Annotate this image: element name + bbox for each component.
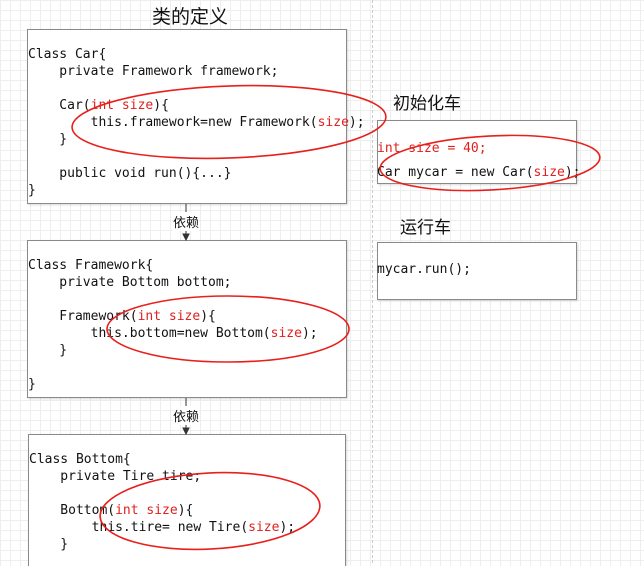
code-line: Class Car{ <box>28 47 107 62</box>
highlight-ellipse <box>71 84 387 160</box>
code-line: this.bottom=new Bottom(size); <box>28 326 318 341</box>
car-class-code: Class Car{ private Framework framework; … <box>28 46 365 199</box>
framework-class-box <box>27 240 347 398</box>
arrowhead-icon <box>182 427 190 436</box>
car-class-box <box>27 29 347 204</box>
class-definition-title: 类的定义 <box>152 6 229 28</box>
framework-class-code: Class Framework{ private Bottom bottom; … <box>28 257 318 393</box>
code-line: this.framework=new Framework(size); <box>28 115 365 130</box>
divider-line <box>372 0 373 563</box>
code-line: public void run(){...} <box>28 166 232 181</box>
code-line: private Framework framework; <box>28 64 279 79</box>
code-line: } <box>29 537 69 552</box>
highlight-ellipse <box>99 471 321 551</box>
init-car-box <box>377 120 577 184</box>
code-line: Class Framework{ <box>28 258 154 273</box>
dependency-label: 依赖 <box>173 212 200 231</box>
highlight-ellipse <box>106 295 350 363</box>
footer-strip <box>0 566 644 576</box>
code-line: } <box>28 343 68 358</box>
code-line: Class Bottom{ <box>29 452 131 467</box>
code-line: } <box>28 377 36 392</box>
code-line: private Tire tire; <box>29 469 202 484</box>
run-car-code: mycar.run(); <box>377 261 471 278</box>
code-line: int size = 40; <box>377 141 487 156</box>
init-car-code: int size = 40; Car mycar = new Car(size); <box>377 137 581 185</box>
run-car-box <box>377 242 577 300</box>
init-car-title: 初始化车 <box>393 94 461 114</box>
code-line: mycar.run(); <box>377 262 471 277</box>
code-line: } <box>28 132 68 147</box>
arrowhead-icon <box>182 233 190 242</box>
dependency-label: 依赖 <box>173 406 200 425</box>
code-line: Car mycar = new Car(size); <box>377 165 581 180</box>
code-line: Bottom(int size){ <box>29 503 194 518</box>
bottom-class-box <box>28 434 346 574</box>
run-car-title: 运行车 <box>400 218 451 238</box>
highlight-ellipse <box>379 134 601 192</box>
code-line: Framework(int size){ <box>28 309 216 324</box>
code-line: } <box>28 183 36 198</box>
code-line: Car(int size){ <box>28 98 169 113</box>
code-line: private Bottom bottom; <box>28 275 232 290</box>
